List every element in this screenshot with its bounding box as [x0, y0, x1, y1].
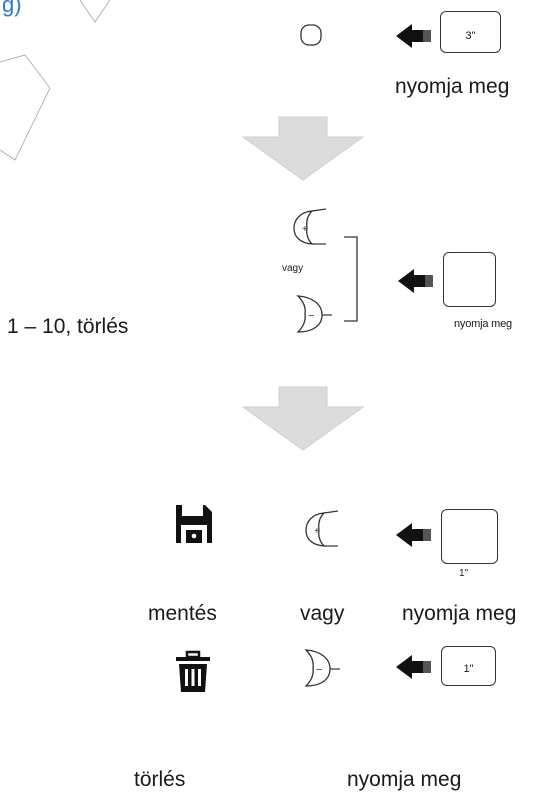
timer-1s: 1": [459, 568, 469, 579]
circle-button-icon: [300, 24, 322, 46]
left-arrow-icon: [396, 24, 431, 48]
press-button-3s[interactable]: 3": [440, 11, 501, 53]
left-arrow-icon: [396, 655, 431, 679]
trash-can-icon: [176, 650, 210, 692]
step3-caption: nyomja meg: [402, 602, 517, 625]
minus-moon-icon: −: [304, 649, 340, 687]
delete-label: törlés: [134, 768, 186, 791]
svg-text:−: −: [308, 310, 314, 322]
decorative-outline-shapes: [0, 0, 111, 161]
plus-moon-icon: +: [305, 510, 339, 547]
plus-moon-icon: +: [293, 208, 327, 245]
save-label: mentés: [148, 602, 217, 625]
step4-caption: nyomja meg: [347, 768, 462, 791]
step3-or-label: vagy: [300, 602, 345, 625]
bracket-icon: [344, 236, 358, 322]
press-button-1s[interactable]: 1": [441, 646, 496, 686]
down-arrow-icon: [241, 116, 365, 181]
press-button[interactable]: [443, 252, 496, 307]
step2-caption: nyomja meg: [454, 318, 512, 330]
minus-moon-icon: −: [296, 295, 332, 333]
svg-text:+: +: [314, 526, 320, 537]
svg-text:−: −: [316, 664, 322, 676]
timer-3s: 3": [465, 30, 476, 42]
left-arrow-icon: [398, 269, 433, 293]
header-fragment: g): [2, 0, 22, 17]
timer-1s: 1": [463, 663, 474, 675]
floppy-disk-icon: [176, 505, 212, 543]
step1-caption: nyomja meg: [395, 75, 510, 98]
press-button-1s[interactable]: [441, 509, 498, 564]
step2-or-label: vagy: [282, 263, 304, 274]
down-arrow-icon: [241, 386, 365, 451]
left-arrow-icon: [396, 523, 431, 547]
svg-text:+: +: [302, 224, 308, 235]
step2-range-label: 1 – 10, törlés: [7, 315, 129, 338]
